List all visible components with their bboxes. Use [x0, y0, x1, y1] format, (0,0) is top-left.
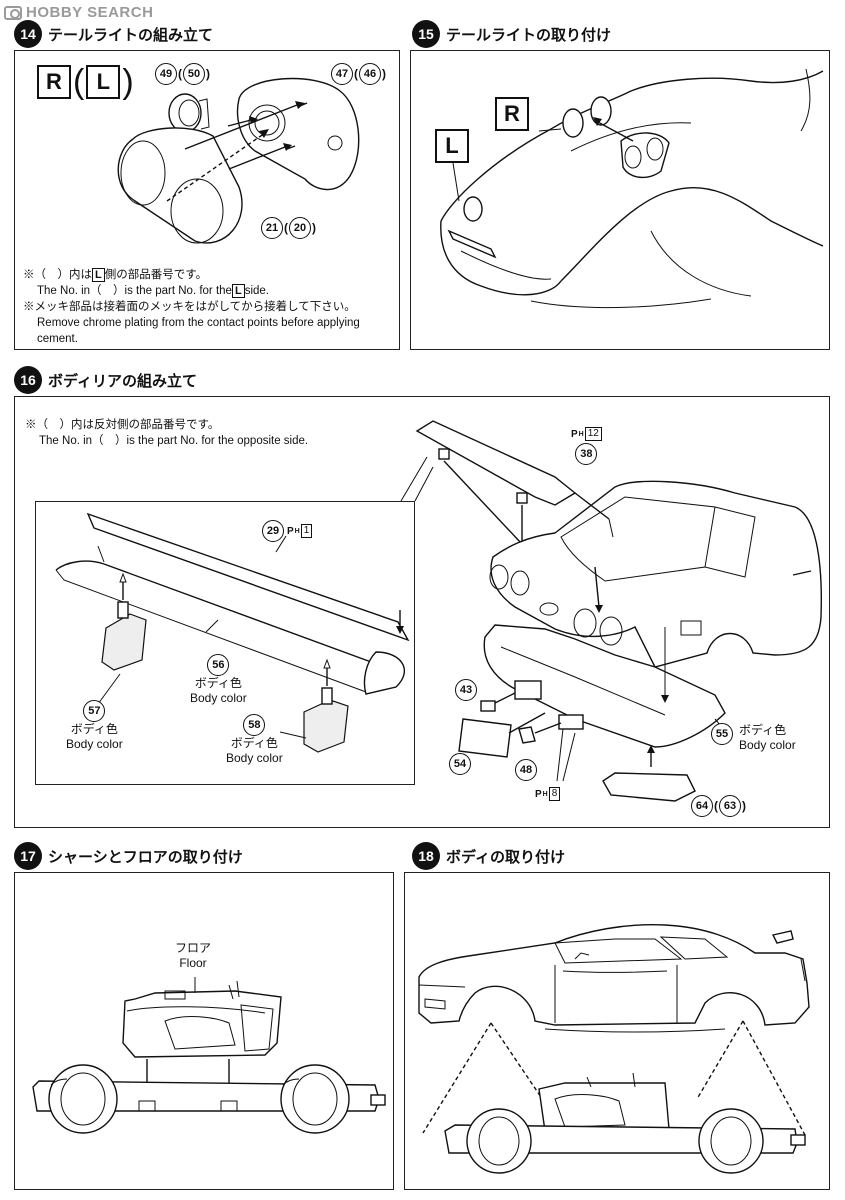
body-color-en-57: Body color — [66, 737, 123, 751]
body-color-jp-57: ボディ色 — [70, 722, 118, 736]
taillight-assembly-illustration — [117, 77, 360, 244]
step-16-header: 16 ボディリアの組み立て — [14, 366, 197, 394]
step-17-panel: フロア Floor — [14, 872, 394, 1190]
floor-en: Floor — [179, 956, 207, 970]
part-48-badge: 48 — [515, 759, 537, 781]
part-47-badge: 47 — [331, 63, 353, 85]
paren-open-icon: ( — [73, 63, 85, 101]
part-58-label: 58 ボディ色 Body color — [226, 714, 283, 766]
part-56-badge: 56 — [207, 654, 230, 676]
body-color-en-58: Body color — [226, 751, 283, 765]
l-side-box: L — [92, 268, 105, 282]
part-55-badge: 55 — [711, 723, 733, 745]
step-15-title: テールライトの取り付け — [446, 26, 612, 44]
side-r-box: R — [495, 97, 529, 131]
part-49-badge: 49 — [155, 63, 177, 85]
part-38-badge: 38 — [575, 443, 598, 465]
part-49-50-label: 49 (50) — [155, 63, 210, 85]
step-14-header: 14 テールライトの組み立て — [14, 20, 213, 48]
step-17-header: 17 シャーシとフロアの取り付け — [14, 842, 243, 870]
step-17-title: シャーシとフロアの取り付け — [48, 848, 243, 866]
part-50-badge: 50 — [183, 63, 205, 85]
step-14-number: 14 — [14, 20, 42, 48]
step-14-panel: R ( L ) 49 (50) 47 (46) — [14, 50, 400, 350]
body-color-en-55: Body color — [739, 738, 796, 752]
part-64-63-label: 64 (63) — [691, 795, 746, 817]
rear-wing-detail-illustration — [55, 512, 410, 753]
part-57-badge: 57 — [83, 700, 106, 722]
watermark-logo-icon — [4, 5, 22, 20]
step-18-panel — [404, 872, 830, 1190]
step-16-number: 16 — [14, 366, 42, 394]
part-54-badge: 54 — [449, 753, 471, 775]
step-15-header: 15 テールライトの取り付け — [412, 20, 611, 48]
part-46-badge: 46 — [359, 63, 381, 85]
step-15-panel: R L — [410, 50, 830, 350]
step-18-title: ボディの取り付け — [446, 848, 565, 866]
step-16-title: ボディリアの組み立て — [48, 372, 197, 390]
part-21-20-label: 21 (20) — [261, 217, 316, 239]
car-rear-taillight-illustration — [440, 68, 824, 309]
note-en: The No. in（ ）is the part No. for the opp… — [39, 435, 309, 447]
note-2-jp: ※メッキ部品は接着面のメッキをはがしてから接着して下さい。 — [23, 301, 356, 313]
part-43-badge: 43 — [455, 679, 477, 701]
part-63-badge: 63 — [719, 795, 741, 817]
side-indicator: R ( L ) — [37, 65, 134, 99]
step-15-number: 15 — [412, 20, 440, 48]
rear-body-assembly-illustration — [400, 420, 822, 802]
part-47-46-label: 47 (46) — [331, 63, 386, 85]
chassis-floor-illustration — [32, 977, 386, 1134]
step-18-header: 18 ボディの取り付け — [412, 842, 565, 870]
paren-close-icon: ) — [122, 63, 134, 101]
side-l-box: L — [435, 129, 469, 163]
body-color-jp-58: ボディ色 — [230, 736, 278, 750]
part-56-label: 56 ボディ色 Body color — [190, 654, 247, 706]
body-color-jp-56: ボディ色 — [194, 676, 242, 690]
floor-jp: フロア — [175, 941, 212, 955]
l-side-box-en: L — [231, 284, 245, 298]
part-20-badge: 20 — [289, 217, 311, 239]
part-55-label: 55 ボディ色 Body color — [711, 723, 796, 753]
watermark: HOBBY SEARCH — [4, 4, 153, 21]
note-2-en: Remove chrome plating from the contact p… — [37, 317, 360, 345]
side-l-box: L — [86, 65, 121, 99]
body-mounting-illustration — [418, 923, 810, 1174]
step-18-number: 18 — [412, 842, 440, 870]
step-16-panel: ※（ ）内は反対側の部品番号です。 The No. in（ ）is the pa… — [14, 396, 830, 828]
step-17-number: 17 — [14, 842, 42, 870]
part-57-label: 57 ボディ色 Body color — [66, 700, 123, 752]
body-color-jp-55: ボディ色 — [739, 723, 787, 737]
part-21-badge: 21 — [261, 217, 283, 239]
body-color-en-56: Body color — [190, 691, 247, 705]
part-58-badge: 58 — [243, 714, 266, 736]
watermark-text: HOBBY SEARCH — [26, 4, 154, 21]
step-14-title: テールライトの組み立て — [48, 26, 214, 44]
part-29-badge: 29 — [262, 520, 284, 542]
step-16-note: ※（ ）内は反対側の部品番号です。 The No. in（ ）is the pa… — [25, 417, 308, 449]
side-r-box: R — [37, 65, 71, 99]
floor-label: フロア Floor — [175, 941, 211, 971]
note-jp: ※（ ）内は反対側の部品番号です。 — [25, 419, 220, 431]
part-64-badge: 64 — [691, 795, 713, 817]
